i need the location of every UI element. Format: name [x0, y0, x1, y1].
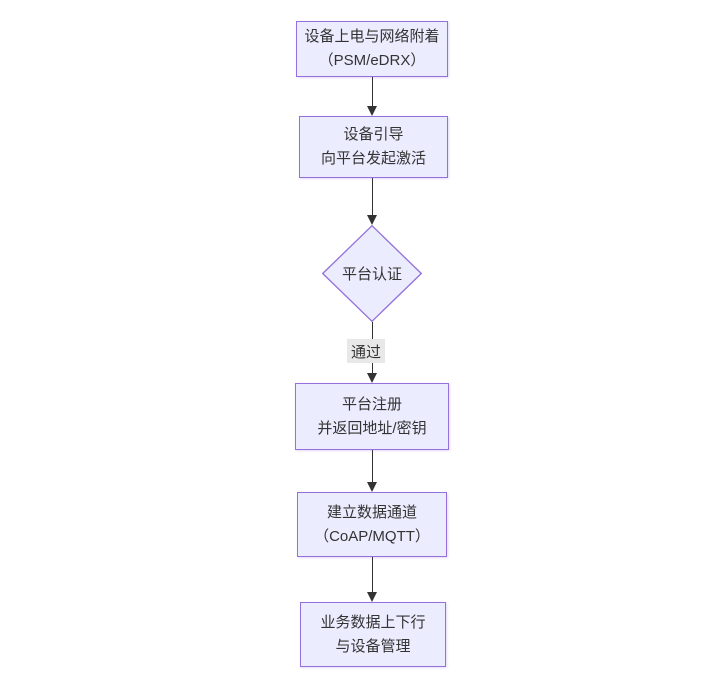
node-business-data: 业务数据上下行 与设备管理 — [300, 602, 446, 667]
arrowhead-icon — [367, 106, 377, 116]
node-label-line: 与设备管理 — [335, 637, 411, 655]
node-device-power-on: 设备上电与网络附着 （PSM/eDRX） — [296, 21, 448, 77]
arrowhead-icon — [367, 482, 377, 492]
node-label-line: 平台注册 — [341, 395, 402, 413]
decision-diamond-shape — [322, 225, 422, 322]
node-label-line: 平台认证 — [341, 266, 402, 283]
node-label-line: 向平台发起激活 — [320, 150, 426, 167]
edge-boot-to-auth-line — [372, 178, 373, 216]
edge-register-to-channel-line — [372, 450, 373, 483]
node-label-line: 建立数据通道 — [326, 503, 417, 521]
edge-label-pass: 通过 — [347, 339, 385, 363]
node-label-line: 并返回地址/密钥 — [317, 419, 427, 437]
arrowhead-icon — [367, 592, 377, 602]
node-device-bootstrap: 设备引导 向平台发起激活 — [299, 116, 448, 178]
edge-channel-to-business-line — [372, 557, 373, 593]
arrowhead-icon — [367, 215, 377, 225]
arrowhead-icon — [367, 373, 377, 383]
node-label-line: 设备引导 — [343, 126, 404, 143]
node-data-channel: 建立数据通道 （CoAP/MQTT） — [297, 492, 447, 557]
node-platform-register: 平台注册 并返回地址/密钥 — [295, 383, 449, 450]
node-label-line: 业务数据上下行 — [320, 613, 426, 631]
edge-power-to-boot-line — [372, 77, 373, 107]
node-label-line: 设备上电与网络附着 — [304, 28, 440, 45]
node-label-line: （CoAP/MQTT） — [314, 527, 430, 545]
node-platform-auth-decision: 平台认证 — [322, 225, 422, 322]
node-label-line: （PSM/eDRX） — [318, 52, 426, 69]
